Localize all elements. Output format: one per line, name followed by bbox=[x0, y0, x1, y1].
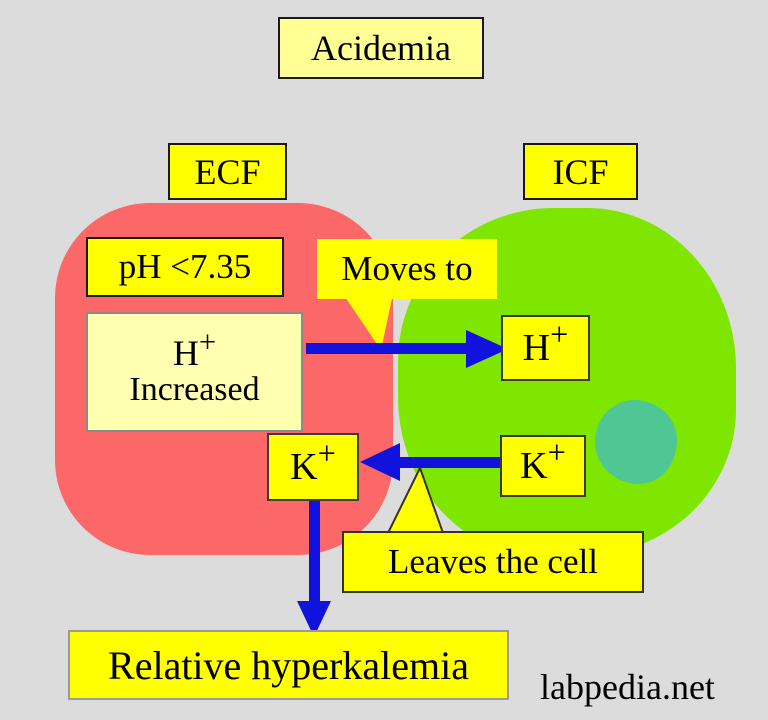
h-increased-box: H+ Increased bbox=[86, 312, 303, 432]
k-ecf-box: K+ bbox=[267, 433, 359, 501]
k-ecf-ion-letter: K bbox=[290, 446, 318, 488]
diagram-title-text: Acidemia bbox=[311, 28, 451, 68]
k-icf-box: K+ bbox=[500, 435, 586, 497]
ecf-label: ECF bbox=[168, 143, 287, 200]
h-increased-text: Increased bbox=[129, 371, 260, 409]
k-ecf-ion-symbol: K+ bbox=[290, 437, 336, 488]
arrow-k-to-result-shaft bbox=[309, 501, 320, 603]
k-icf-ion-letter: K bbox=[520, 445, 548, 487]
arrow-h-ecf-to-icf-shaft bbox=[306, 343, 468, 354]
watermark: labpedia.net bbox=[540, 666, 715, 708]
arrow-k-icf-to-ecf-head bbox=[360, 443, 400, 481]
watermark-text: labpedia.net bbox=[540, 667, 715, 707]
moves-to-callout: Moves to bbox=[317, 239, 497, 299]
ecf-label-text: ECF bbox=[194, 151, 261, 192]
h-ion-charge: + bbox=[198, 324, 217, 359]
k-ecf-ion-charge: + bbox=[317, 435, 336, 472]
k-icf-ion-charge: + bbox=[547, 434, 566, 471]
icf-label-text: ICF bbox=[552, 151, 609, 192]
result-text: Relative hyperkalemia bbox=[108, 642, 469, 688]
cell-nucleus-shape bbox=[595, 400, 677, 484]
h-ion-letter: H bbox=[172, 333, 199, 374]
k-icf-ion-symbol: K+ bbox=[520, 436, 566, 487]
h-ion-symbol: H+ bbox=[172, 326, 216, 374]
h-icf-box: H+ bbox=[501, 315, 590, 381]
h-icf-ion-symbol: H+ bbox=[522, 318, 569, 369]
moves-to-text: Moves to bbox=[341, 249, 473, 288]
h-icf-ion-charge: + bbox=[550, 316, 569, 353]
ph-value-box: pH <7.35 bbox=[86, 237, 284, 297]
moves-to-callout-tail bbox=[343, 294, 393, 350]
h-icf-ion-letter: H bbox=[522, 327, 551, 369]
leaves-cell-callout: Leaves the cell bbox=[342, 531, 644, 593]
result-box: Relative hyperkalemia bbox=[68, 630, 509, 700]
arrow-k-icf-to-ecf-shaft bbox=[398, 457, 500, 468]
icf-label: ICF bbox=[523, 143, 638, 200]
leaves-cell-text: Leaves the cell bbox=[388, 542, 598, 581]
diagram-title: Acidemia bbox=[278, 17, 484, 79]
ph-value-text: pH <7.35 bbox=[118, 247, 252, 286]
